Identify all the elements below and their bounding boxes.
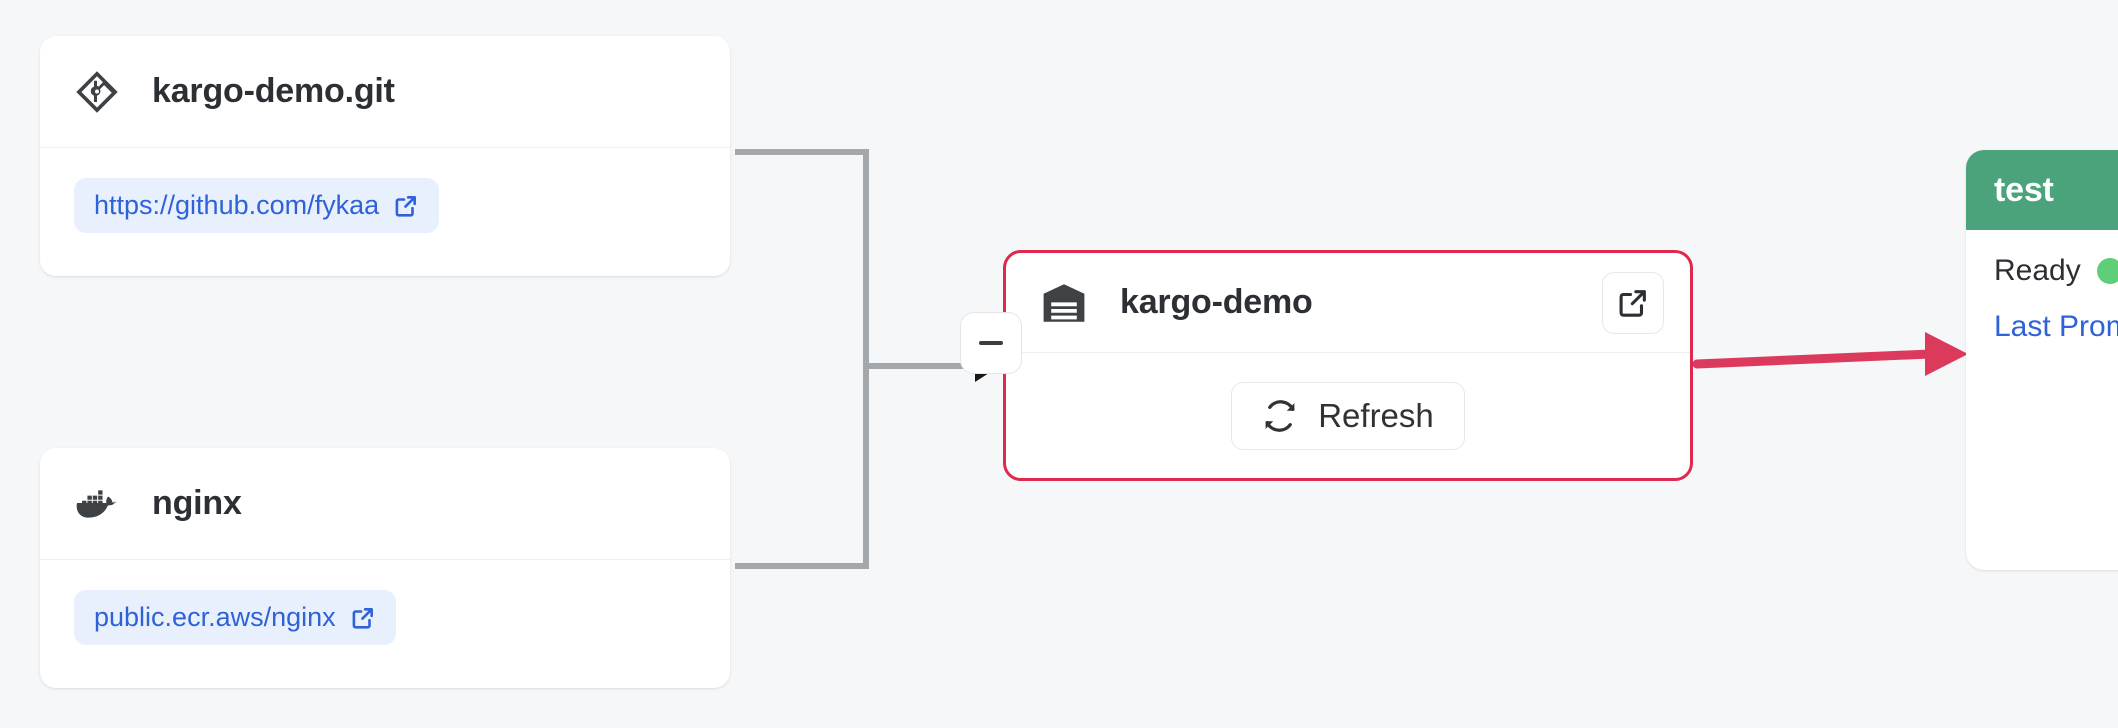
- edge-sources-bracket: [735, 149, 869, 569]
- edge-arrowhead-test: [1925, 332, 1968, 376]
- docker-icon: [74, 481, 120, 527]
- warehouse-node-title: kargo-demo: [1120, 283, 1313, 321]
- source-card-git-title: kargo-demo.git: [152, 72, 395, 110]
- stage-last-promotion-link[interactable]: Last Prom: [1994, 310, 2118, 343]
- refresh-icon: [1262, 398, 1298, 434]
- source-docker-url-chip[interactable]: public.ecr.aws/nginx: [74, 590, 396, 645]
- stage-node-test[interactable]: test Ready Last Prom: [1966, 150, 2118, 570]
- source-card-docker[interactable]: nginx public.ecr.aws/nginx: [40, 448, 730, 688]
- external-link-icon: [393, 193, 419, 219]
- stage-node-header: test: [1966, 150, 2118, 230]
- git-icon: [74, 69, 120, 115]
- external-link-icon: [350, 605, 376, 631]
- warehouse-open-button[interactable]: [1602, 271, 1664, 334]
- stage-status-row: Ready: [1994, 254, 2118, 288]
- warehouse-node-header: kargo-demo: [1006, 253, 1690, 353]
- source-git-url-chip[interactable]: https://github.com/fykaa: [74, 178, 440, 233]
- source-card-git-body: https://github.com/fykaa: [40, 148, 730, 276]
- source-docker-url-text: public.ecr.aws/nginx: [94, 602, 336, 632]
- warehouse-collapse-toggle[interactable]: [960, 312, 1022, 374]
- refresh-button-label: Refresh: [1318, 396, 1434, 434]
- warehouse-node[interactable]: kargo-demo Refresh: [960, 250, 1693, 481]
- warehouse-node-body: Refresh: [1006, 353, 1690, 478]
- minus-icon: [979, 341, 1003, 345]
- stage-status-label: Ready: [1994, 254, 2081, 287]
- source-card-git[interactable]: kargo-demo.git https://github.com/fykaa: [40, 36, 730, 276]
- source-git-url-text: https://github.com/fykaa: [94, 190, 380, 220]
- status-dot-icon: [2096, 258, 2118, 284]
- stage-node-title: test: [1994, 170, 2054, 209]
- edge-warehouse-to-test: [1692, 349, 1935, 369]
- warehouse-icon: [1040, 279, 1088, 327]
- source-card-git-header: kargo-demo.git: [40, 36, 730, 148]
- source-card-docker-title: nginx: [152, 484, 242, 522]
- source-card-docker-header: nginx: [40, 448, 730, 560]
- source-card-docker-body: public.ecr.aws/nginx: [40, 560, 730, 688]
- refresh-button[interactable]: Refresh: [1231, 381, 1465, 450]
- stage-node-body: Ready Last Prom: [1966, 230, 2118, 344]
